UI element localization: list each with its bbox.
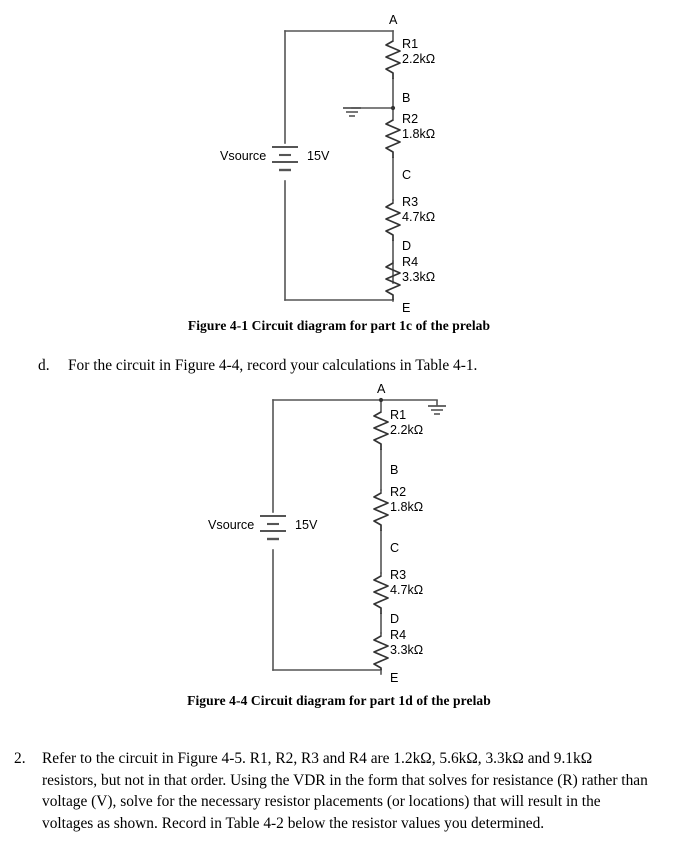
node-label-b-4-4: B [390, 463, 398, 477]
figure-4-4-block: Vsource 15V R1 2.2kΩ R2 1.8kΩ R3 4.7kΩ [0, 380, 678, 708]
resistor-symbol-r4-4-4 [373, 635, 389, 670]
junction-dot-a-4-4 [378, 397, 384, 403]
junction-dot-b-4-1 [390, 105, 396, 111]
node-label-b-4-1: B [402, 91, 410, 105]
vsource-value-4-1: 15V [307, 149, 330, 163]
resistor-ref-r2-4-1: R2 [402, 112, 418, 126]
node-label-e-4-4: E [390, 671, 398, 685]
vsource-label-4-4: Vsource [208, 518, 254, 532]
resistor-symbol-r1-4-1 [385, 40, 401, 79]
node-label-e-4-1: E [402, 301, 410, 315]
resistor-ref-r3-4-4: R3 [390, 568, 406, 582]
resistor-value-r1-4-1: 2.2kΩ [402, 52, 435, 66]
circuit-4-4-svg: Vsource 15V R1 2.2kΩ R2 1.8kΩ R3 4.7kΩ [208, 382, 446, 685]
list-item-2-text: Refer to the circuit in Figure 4-5. R1, … [42, 750, 648, 832]
resistor-ref-r1-4-4: R1 [390, 408, 406, 422]
resistor-value-r4-4-4: 3.3kΩ [390, 643, 423, 657]
list-item-d-text: For the circuit in Figure 4-4, record yo… [68, 357, 478, 374]
resistor-ref-r3-4-1: R3 [402, 195, 418, 209]
resistor-ref-r4-4-1: R4 [402, 255, 418, 269]
figure-4-1-caption: Figure 4-1 Circuit diagram for part 1c o… [187, 318, 491, 333]
voltage-source-symbol-4-1 [272, 145, 298, 172]
node-label-d-4-4: D [390, 612, 399, 626]
resistor-symbol-r3-4-1 [385, 202, 401, 241]
resistor-value-r4-4-1: 3.3kΩ [402, 270, 435, 284]
figure-4-4-caption: Figure 4-4 Circuit diagram for part 1d o… [187, 693, 491, 708]
vsource-label-4-1: Vsource [220, 149, 266, 163]
resistor-value-r2-4-4: 1.8kΩ [390, 500, 423, 514]
vsource-value-4-4: 15V [295, 518, 318, 532]
list-item-2-marker: 2. [14, 750, 26, 767]
node-label-c-4-4: C [390, 541, 399, 555]
resistor-symbol-r3-4-4 [373, 575, 389, 614]
node-label-d-4-1: D [402, 239, 411, 253]
resistor-symbol-r2-4-4 [373, 492, 389, 531]
resistor-symbol-r2-4-1 [385, 119, 401, 158]
resistor-symbol-r4-4-1 [385, 262, 401, 300]
resistor-ref-r2-4-4: R2 [390, 485, 406, 499]
ground-icon-4-4 [428, 400, 446, 415]
circuit-diagram-4-4: Vsource 15V R1 2.2kΩ R2 1.8kΩ R3 4.7kΩ [0, 380, 678, 690]
list-item-d-marker: d. [38, 357, 50, 374]
node-label-a-4-4: A [377, 382, 386, 396]
resistor-value-r3-4-1: 4.7kΩ [402, 210, 435, 224]
resistor-value-r1-4-4: 2.2kΩ [390, 423, 423, 437]
resistor-value-r2-4-1: 1.8kΩ [402, 127, 435, 141]
resistor-ref-r4-4-4: R4 [390, 628, 406, 642]
circuit-4-1-svg: Vsource 15V R1 2.2kΩ R2 1.8kΩ R3 4.7kΩ [220, 13, 435, 315]
ground-icon-4-1 [343, 107, 361, 117]
list-item-d: d. For the circuit in Figure 4-4, record… [38, 355, 638, 377]
resistor-ref-r1-4-1: R1 [402, 37, 418, 51]
resistor-symbol-r1-4-4 [373, 411, 389, 450]
list-item-2: 2. Refer to the circuit in Figure 4-5. R… [14, 748, 650, 834]
figure-4-1-block: Vsource 15V R1 2.2kΩ R2 1.8kΩ R3 4.7kΩ [0, 0, 678, 333]
circuit-diagram-4-1: Vsource 15V R1 2.2kΩ R2 1.8kΩ R3 4.7kΩ [0, 0, 678, 330]
node-label-a-4-1: A [389, 13, 398, 27]
voltage-source-symbol-4-4 [260, 514, 286, 541]
node-label-c-4-1: C [402, 168, 411, 182]
resistor-value-r3-4-4: 4.7kΩ [390, 583, 423, 597]
